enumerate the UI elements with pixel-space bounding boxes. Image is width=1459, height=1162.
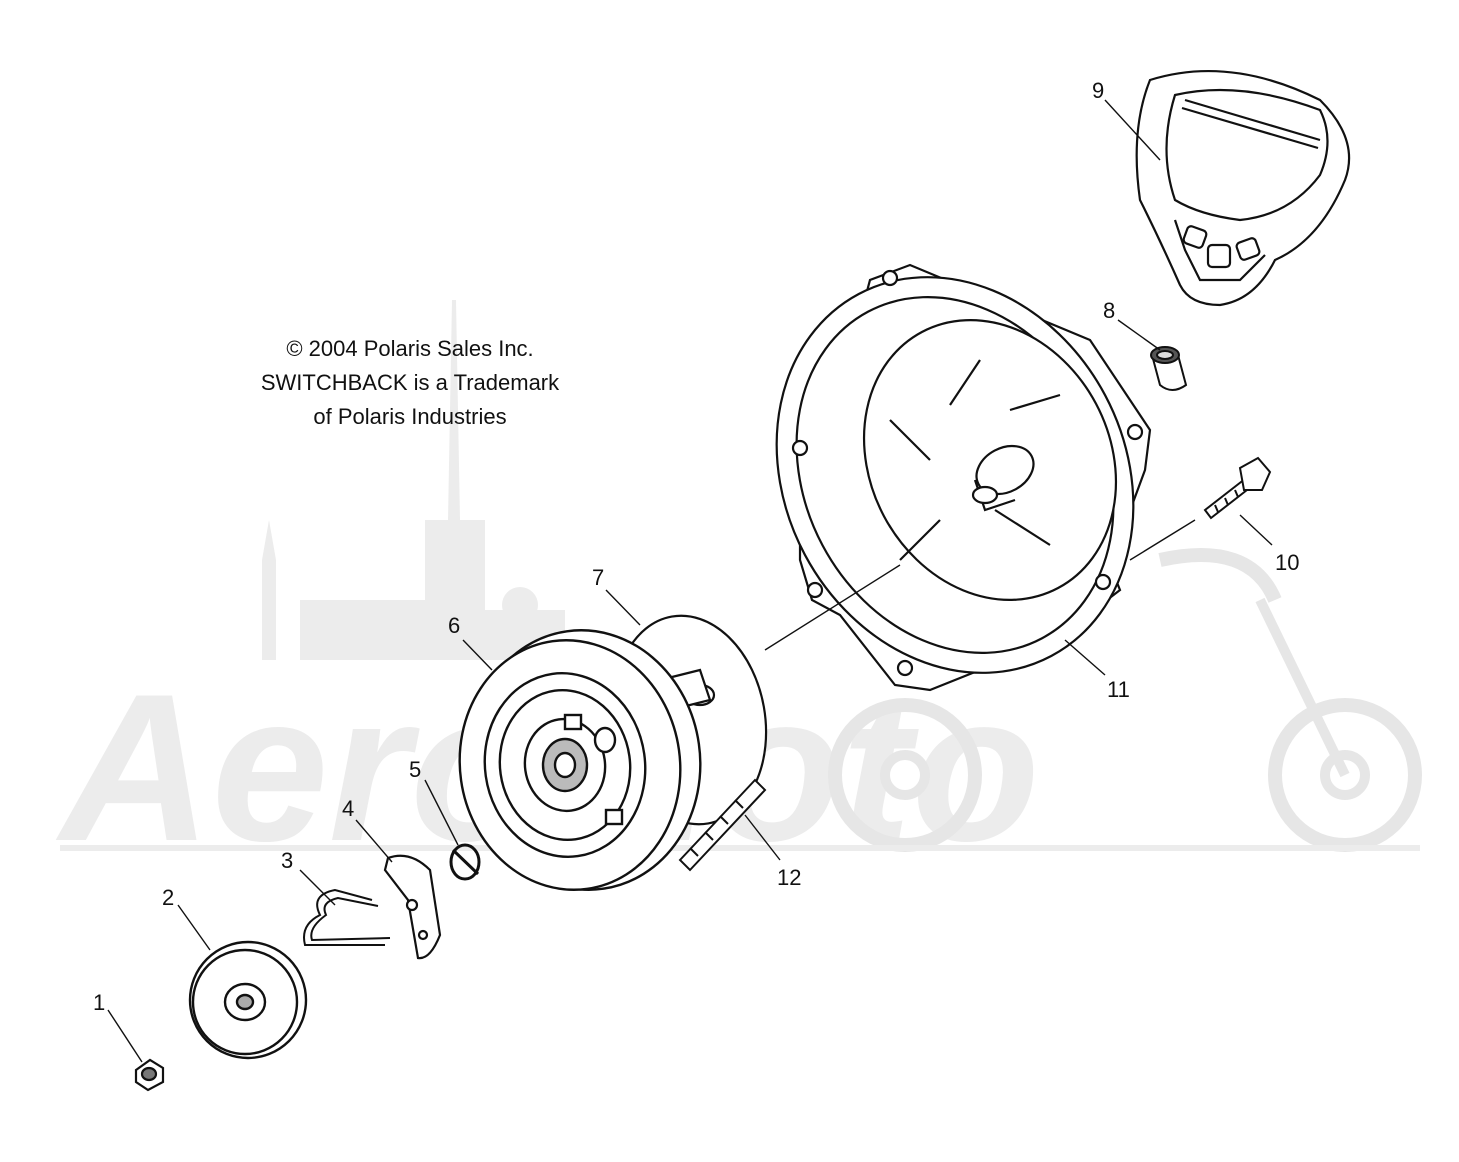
recoil-handle [1135,69,1351,307]
callout-8: 8 [1103,298,1115,323]
leader-3 [299,869,336,906]
pawl-spring [449,843,481,881]
leader-8 [1117,319,1161,351]
recoil-housing [775,263,1152,692]
pawl [383,854,442,960]
callout-7: 7 [592,565,604,590]
callout-2: 2 [162,885,174,910]
pawl-clip [303,888,391,946]
trademark-line: SWITCHBACK is a Trademark [260,370,560,395]
leader-5 [424,779,459,846]
housing-bolt [1203,456,1272,520]
callout-5: 5 [409,757,421,782]
leader-6 [462,639,493,671]
leader-11 [1064,639,1106,676]
handle-ferrule [1150,346,1188,391]
recoil-pulley [458,629,702,891]
copyright-notice: © 2004 Polaris Sales Inc. SWITCHBACK is … [240,332,580,434]
callout-10: 10 [1275,550,1299,575]
callout-3: 3 [281,848,293,873]
callout-1: 1 [93,990,105,1015]
callout-labels: 1 2 3 4 5 6 7 8 9 10 11 12 [93,78,1299,1015]
starter-rope [678,778,767,872]
hex-nut [134,1058,165,1092]
callout-6: 6 [448,613,460,638]
leader-4 [355,819,393,863]
callout-11: 11 [1107,677,1130,702]
leader-2 [177,904,211,951]
leader-7 [605,589,641,626]
leader-1 [107,1009,143,1063]
leader-lines [107,99,1273,1063]
callout-9: 9 [1092,78,1104,103]
copyright-line: © 2004 Polaris Sales Inc. [286,336,534,361]
friction-plate [188,940,308,1060]
trademark-owner-line: of Polaris Industries [313,404,507,429]
leader-10 [1239,514,1273,546]
callout-12: 12 [777,865,801,890]
callout-4: 4 [342,796,354,821]
leader-9 [1104,99,1161,161]
leader-12 [744,814,781,861]
